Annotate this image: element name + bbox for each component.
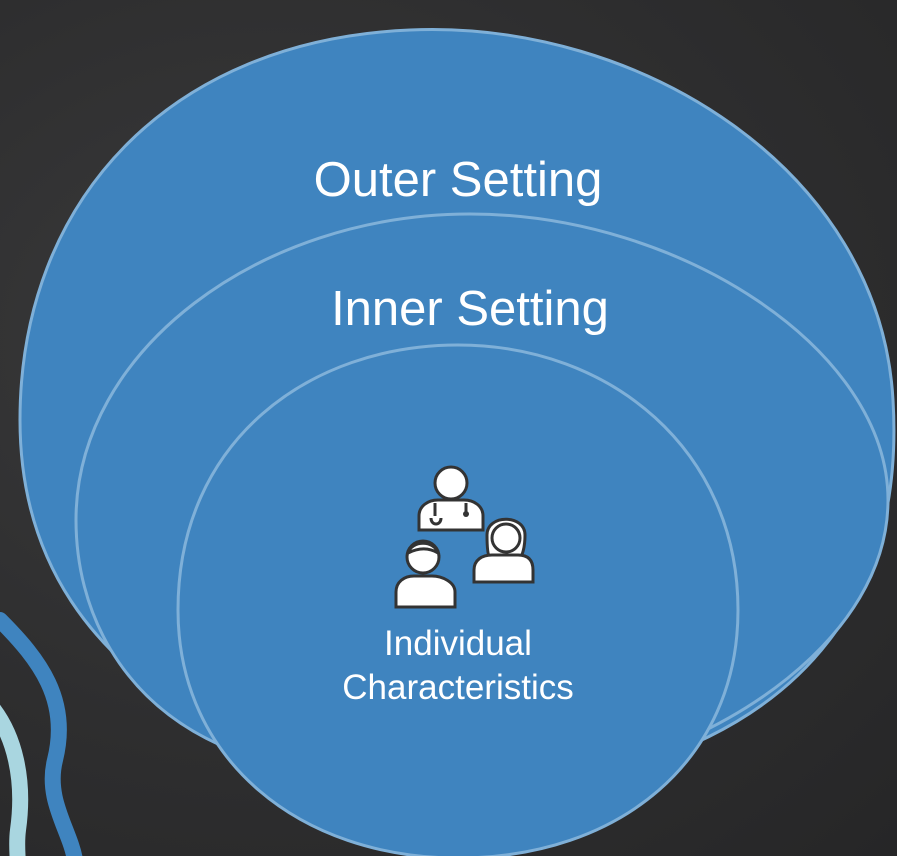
stethoscope-chest-icon [463, 511, 469, 517]
individual-characteristics-ring [176, 343, 740, 856]
doctor-head-icon [433, 465, 469, 501]
doctor-body-icon [417, 498, 485, 532]
decor-wave-dark [0, 612, 83, 856]
inner-setting-label: Inner Setting [331, 282, 609, 336]
people-group-icon [394, 465, 535, 609]
individual-label-line2: Characteristics [342, 668, 574, 707]
outer-setting-label: Outer Setting [313, 153, 603, 207]
woman-body-icon [472, 553, 535, 584]
individual-label-line1: Individual [384, 624, 532, 663]
man-hair-icon [405, 541, 441, 557]
man-body-icon [394, 574, 457, 609]
decor-wave-light [0, 704, 29, 856]
stethoscope-icon [429, 503, 468, 526]
woman-head-icon [490, 522, 522, 554]
individual-characteristics-label: Individual Characteristics [258, 622, 658, 710]
